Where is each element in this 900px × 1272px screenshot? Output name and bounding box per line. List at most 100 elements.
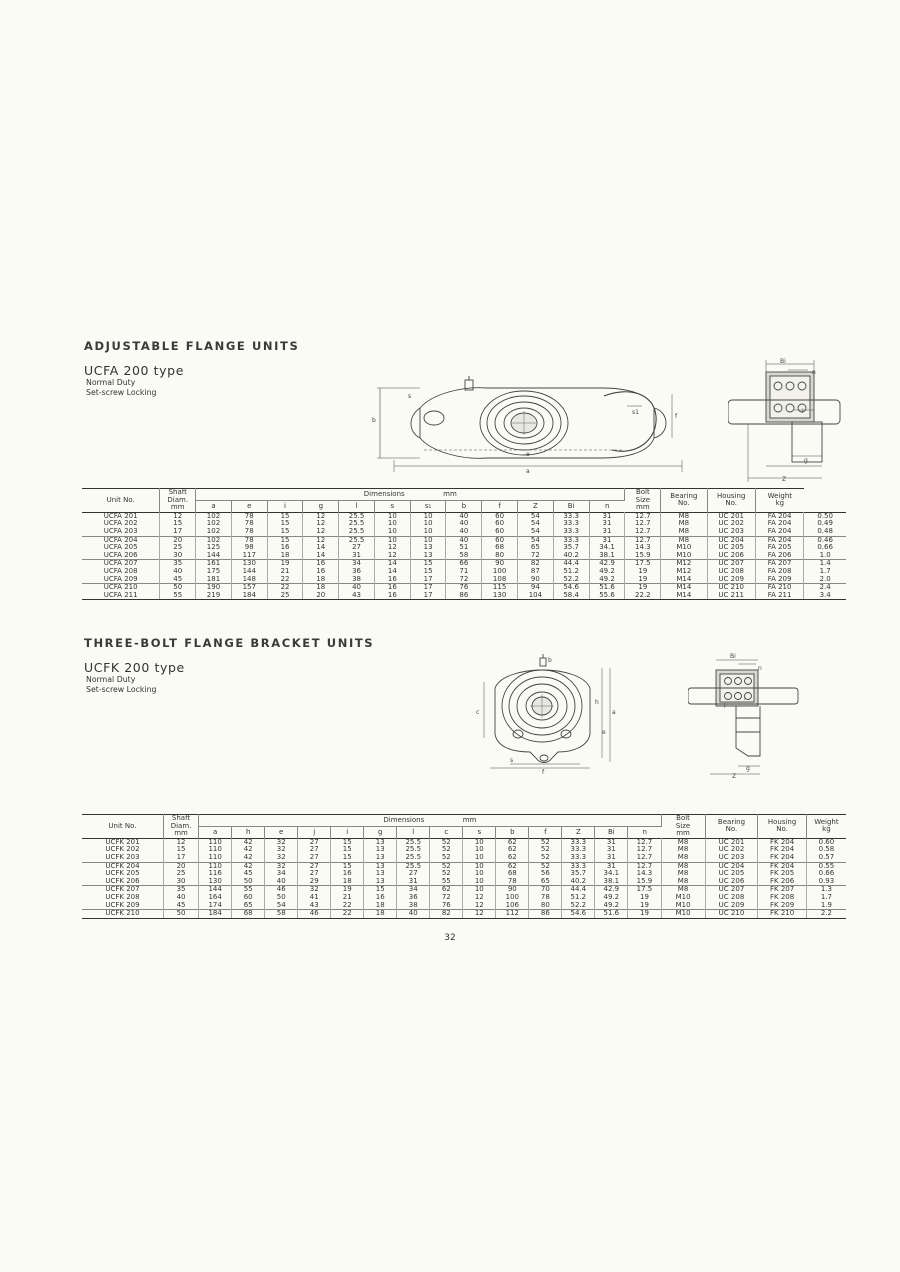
table-cell: 27 [297,870,332,878]
table-cell: 102 [195,520,232,528]
table-cell: 20 [159,535,197,545]
table-cell: 0.57 [818,853,835,861]
col-header-weight: Weight kg [755,488,804,513]
table-cell: UC 203 [707,527,756,537]
col-header-shaft-line: Shaft [171,814,191,822]
table-cell: FA 204 [755,527,805,537]
col-header-shaft-line: Shaft [168,488,187,496]
table-cell: 12.7 [627,853,662,863]
table-cell: 22 [267,583,304,592]
table-cell: 65 [528,877,563,886]
table-cell: FK 206 [757,877,807,886]
table-cell: 15 [267,520,304,528]
table-cell: M12 [660,559,708,568]
table-cell: 2.2 [806,909,846,919]
subtitle-line-duty: Normal Duty [86,378,136,387]
table-cell: 0.50 [817,512,833,520]
table-cell: UCFK 204 [82,861,164,871]
drawing-label: i [802,408,804,415]
table-cell: 14.3 [624,544,662,552]
table-cell: FA 204 [755,512,805,521]
table-cell: UC 210 [705,909,759,919]
table-cell: 46 [297,909,332,919]
col-header-dim: l [338,499,375,513]
table-cell: 51.2 [561,893,596,902]
table-cell: 19 [627,893,662,902]
table-cell: FA 210 [755,583,805,592]
table-cell: 15 [330,861,365,871]
table-cell: 94 [517,583,554,592]
table-cell: 15 [267,527,304,537]
table-cell: 60 [481,512,518,521]
table-cell: 16 [330,870,365,878]
table-cell: UC 206 [705,877,759,886]
table-cell: 20 [302,591,340,601]
table-cell: 130 [481,591,518,601]
table-cell: 13 [363,861,398,871]
col-header-dim: f [528,825,563,839]
table-cell: 43 [338,591,375,601]
table-cell: 10 [462,838,497,847]
table-cell: 14 [374,567,411,576]
table-cell: 1.4 [803,559,846,568]
subtitle-ucfa: Normal Duty Set-screw Locking [86,378,157,397]
table-cell: 25.5 [396,853,431,863]
table-cell: 0.66 [817,544,833,552]
table-cell: 181 [195,575,232,584]
table-cell: 40 [445,512,483,521]
table-cell: 15 [267,512,304,521]
table-cell: 38 [338,575,375,584]
table-cell: 41 [297,893,332,902]
table-cell: 40 [264,877,299,886]
col-header-housing-line: Housing [716,491,746,500]
table-cell: 16 [374,575,411,584]
table-cell: 31 [338,551,375,560]
table-cell: 110 [198,838,233,847]
dimensions-label: Dimensions [383,815,425,824]
table-cell: 15 [363,885,398,894]
table-cell: 10 [410,512,447,521]
drawing-label: a [526,468,530,475]
col-header-dim: i [267,499,304,513]
table-cell: FK 204 [757,838,807,847]
table-cell: 52.2 [553,575,590,584]
table-cell: UC 211 [707,591,756,601]
table-cell: 22 [330,901,365,910]
table-cell: FA 207 [755,559,805,568]
table-cell: 125 [195,544,232,552]
col-header-weight: Weight kg [806,814,846,839]
col-header-shaft: Shaft Diam. mm [163,814,200,839]
table-cell: 102 [195,512,232,521]
table-cell: 62 [495,861,530,871]
table-cell: UC 205 [707,544,756,552]
table-cell: UCFK 206 [82,877,164,886]
drawing-label: i [744,695,746,702]
type-label-ucfa: UCFA 200 type [84,363,184,378]
table-cell: UCFK 201 [82,838,164,847]
table-cell: 44.4 [553,559,590,568]
table-cell: 35.7 [553,544,590,552]
table-cell: 0.48 [817,527,833,535]
table-cell: M8 [661,846,706,854]
table-cell: M8 [660,527,708,537]
table-cell: 12 [462,909,497,919]
table-cell: 35.7 [561,870,596,878]
col-header-dim: Z [517,499,554,513]
col-header-housing: Housing No. [757,814,807,839]
drawing-label: h [595,699,599,706]
table-cell: FK 205 [757,870,807,878]
table-cell: UC 210 [707,583,756,592]
table-cell: 31 [594,838,629,847]
table-cell: 16 [302,559,340,568]
table-cell: 13 [363,846,398,854]
col-header-bearing: Bearing No. [660,488,708,513]
col-header-bolt-line: Size [675,821,691,830]
table-cell: FA 208 [755,567,805,576]
table-cell: 16 [267,544,304,552]
table-cell: UC 202 [705,846,759,854]
table-cell: 10 [410,520,447,528]
table-cell: 46 [264,885,299,894]
